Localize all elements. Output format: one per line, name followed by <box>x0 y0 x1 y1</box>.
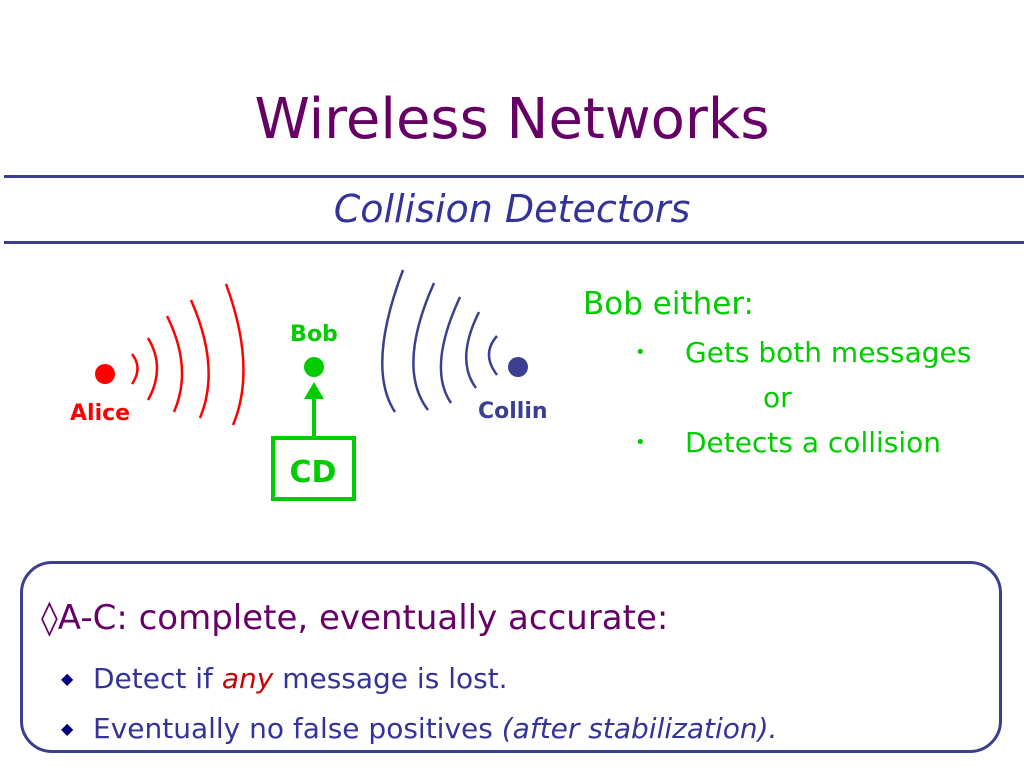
bob-option-connector: or <box>763 381 792 414</box>
bullet-icon: • <box>635 342 646 363</box>
bottom-divider <box>4 241 1024 244</box>
network-diagram: Alice Bob Collin CD <box>70 269 548 501</box>
bob-option-text: Detects a collision <box>685 426 942 459</box>
alice-signal-waves <box>130 283 245 426</box>
bob-heading: Bob either: <box>583 286 754 322</box>
property-item-prefix: Eventually no false positives <box>93 712 502 745</box>
slide-title: Wireless Networks <box>254 87 770 152</box>
property-list: ◆ Detect if any message is lost. ◆ Event… <box>61 654 777 754</box>
bob-node <box>304 357 324 377</box>
diamond-bullet-icon: ◆ <box>61 669 74 688</box>
property-heading: ◊A-C: complete, eventually accurate: <box>41 598 669 638</box>
bullet-icon: • <box>635 432 646 453</box>
bob-option-detects-collision: • Detects a collision <box>583 420 1013 465</box>
alice-label: Alice <box>70 401 130 426</box>
collision-detector-label: CD <box>290 455 337 490</box>
bob-options-list: • Gets both messages or • Detects a coll… <box>583 330 1013 465</box>
diamond-bullet-icon: ◆ <box>61 719 74 738</box>
property-item: ◆ Detect if any message is lost. <box>61 654 777 704</box>
collision-detector-box <box>271 436 356 501</box>
collin-label: Collin <box>478 399 548 424</box>
top-divider <box>4 175 1024 178</box>
bob-options-panel: Bob either: • Gets both messages or • De… <box>583 284 1013 465</box>
property-item-suffix: message is lost. <box>273 662 508 695</box>
alice-node <box>95 364 115 384</box>
bob-label: Bob <box>290 322 338 347</box>
slide-subtitle: Collision Detectors <box>333 187 691 231</box>
property-item-emphasis: (after stabilization). <box>501 712 778 745</box>
property-box: ◊A-C: complete, eventually accurate: ◆ D… <box>20 561 1002 753</box>
property-item-emphasis: any <box>221 662 274 695</box>
collin-node <box>508 357 528 377</box>
collin-signal-waves <box>381 269 499 413</box>
property-item: ◆ Eventually no false positives (after s… <box>61 704 777 754</box>
bob-option-text: Gets both messages <box>685 336 972 369</box>
bob-option-gets-both: • Gets both messages <box>583 330 1013 375</box>
detector-arrow <box>304 382 324 436</box>
property-item-prefix: Detect if <box>93 662 222 695</box>
